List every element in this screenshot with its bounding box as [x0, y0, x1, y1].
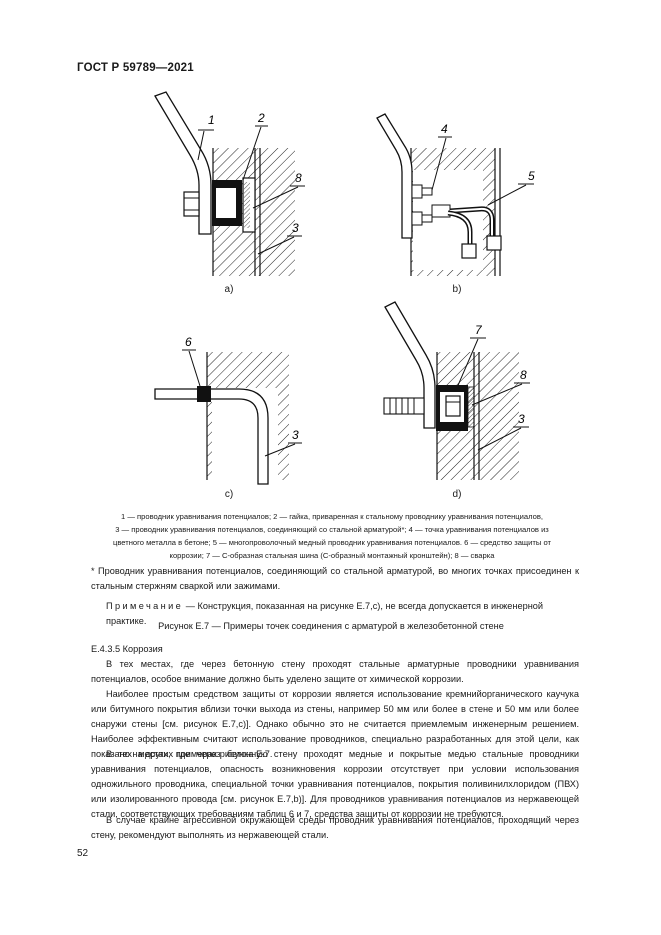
label-b-4: 4: [441, 122, 448, 136]
note-text: — Конструкция, показанная на рисунке Е.7…: [106, 601, 544, 627]
subfigure-b: 4 5: [376, 113, 535, 276]
label-a-3: 3: [292, 221, 299, 235]
label-c-6: 6: [185, 335, 192, 349]
paragraph-3: В тех местах, где через бетонную стену п…: [91, 749, 579, 820]
label-a-2: 2: [257, 111, 265, 125]
paragraph-2: Наиболее простым средством защиты от кор…: [91, 689, 579, 760]
subfigure-c: 6 3: [154, 335, 302, 485]
figure-legend-line-2: 3 — проводник уравнивания потенциалов, с…: [115, 525, 549, 534]
paragraph-1: В тех местах, где через бетонную стену п…: [91, 659, 579, 685]
note: Примечание — Конструкция, показанная на …: [106, 599, 584, 629]
label-a-1: 1: [208, 113, 215, 127]
subfig-label-d: d): [452, 489, 462, 500]
figure-title: Рисунок Е.7 — Примеры точек соединения с…: [158, 621, 504, 631]
paragraph-4: В случае крайне агрессивной окружающей с…: [91, 815, 579, 841]
subfig-label-a: a): [224, 284, 234, 295]
figure-legend-line-3: цветного металла в бетоне; 5 — многопров…: [112, 538, 552, 547]
label-d-8: 8: [520, 368, 527, 382]
label-d-7: 7: [475, 323, 483, 337]
footnote: * Проводник уравнивания потенциалов, сое…: [91, 566, 579, 592]
figure-legend-line-4: коррозии; 7 — С-образная стальная шина (…: [169, 551, 495, 560]
section-heading: Е.4.3.5 Коррозия: [91, 644, 163, 654]
label-d-3: 3: [518, 412, 525, 426]
document-header: ГОСТ Р 59789—2021: [77, 62, 194, 74]
label-b-5: 5: [528, 169, 535, 183]
figure-e7: 1 2 8 3 4 5: [154, 91, 535, 485]
label-c-3: 3: [292, 428, 299, 442]
subfigure-d: 7 8 3: [383, 301, 530, 480]
label-a-8: 8: [295, 171, 302, 185]
page-number: 52: [77, 848, 89, 859]
subfig-label-c: c): [224, 489, 234, 500]
subfigure-a: 1 2 8 3: [154, 91, 305, 276]
note-label: Примечание: [106, 601, 184, 611]
subfig-label-b: b): [452, 284, 462, 295]
figure-legend-line-1: 1 — проводник уравнивания потенциалов; 2…: [121, 512, 543, 521]
